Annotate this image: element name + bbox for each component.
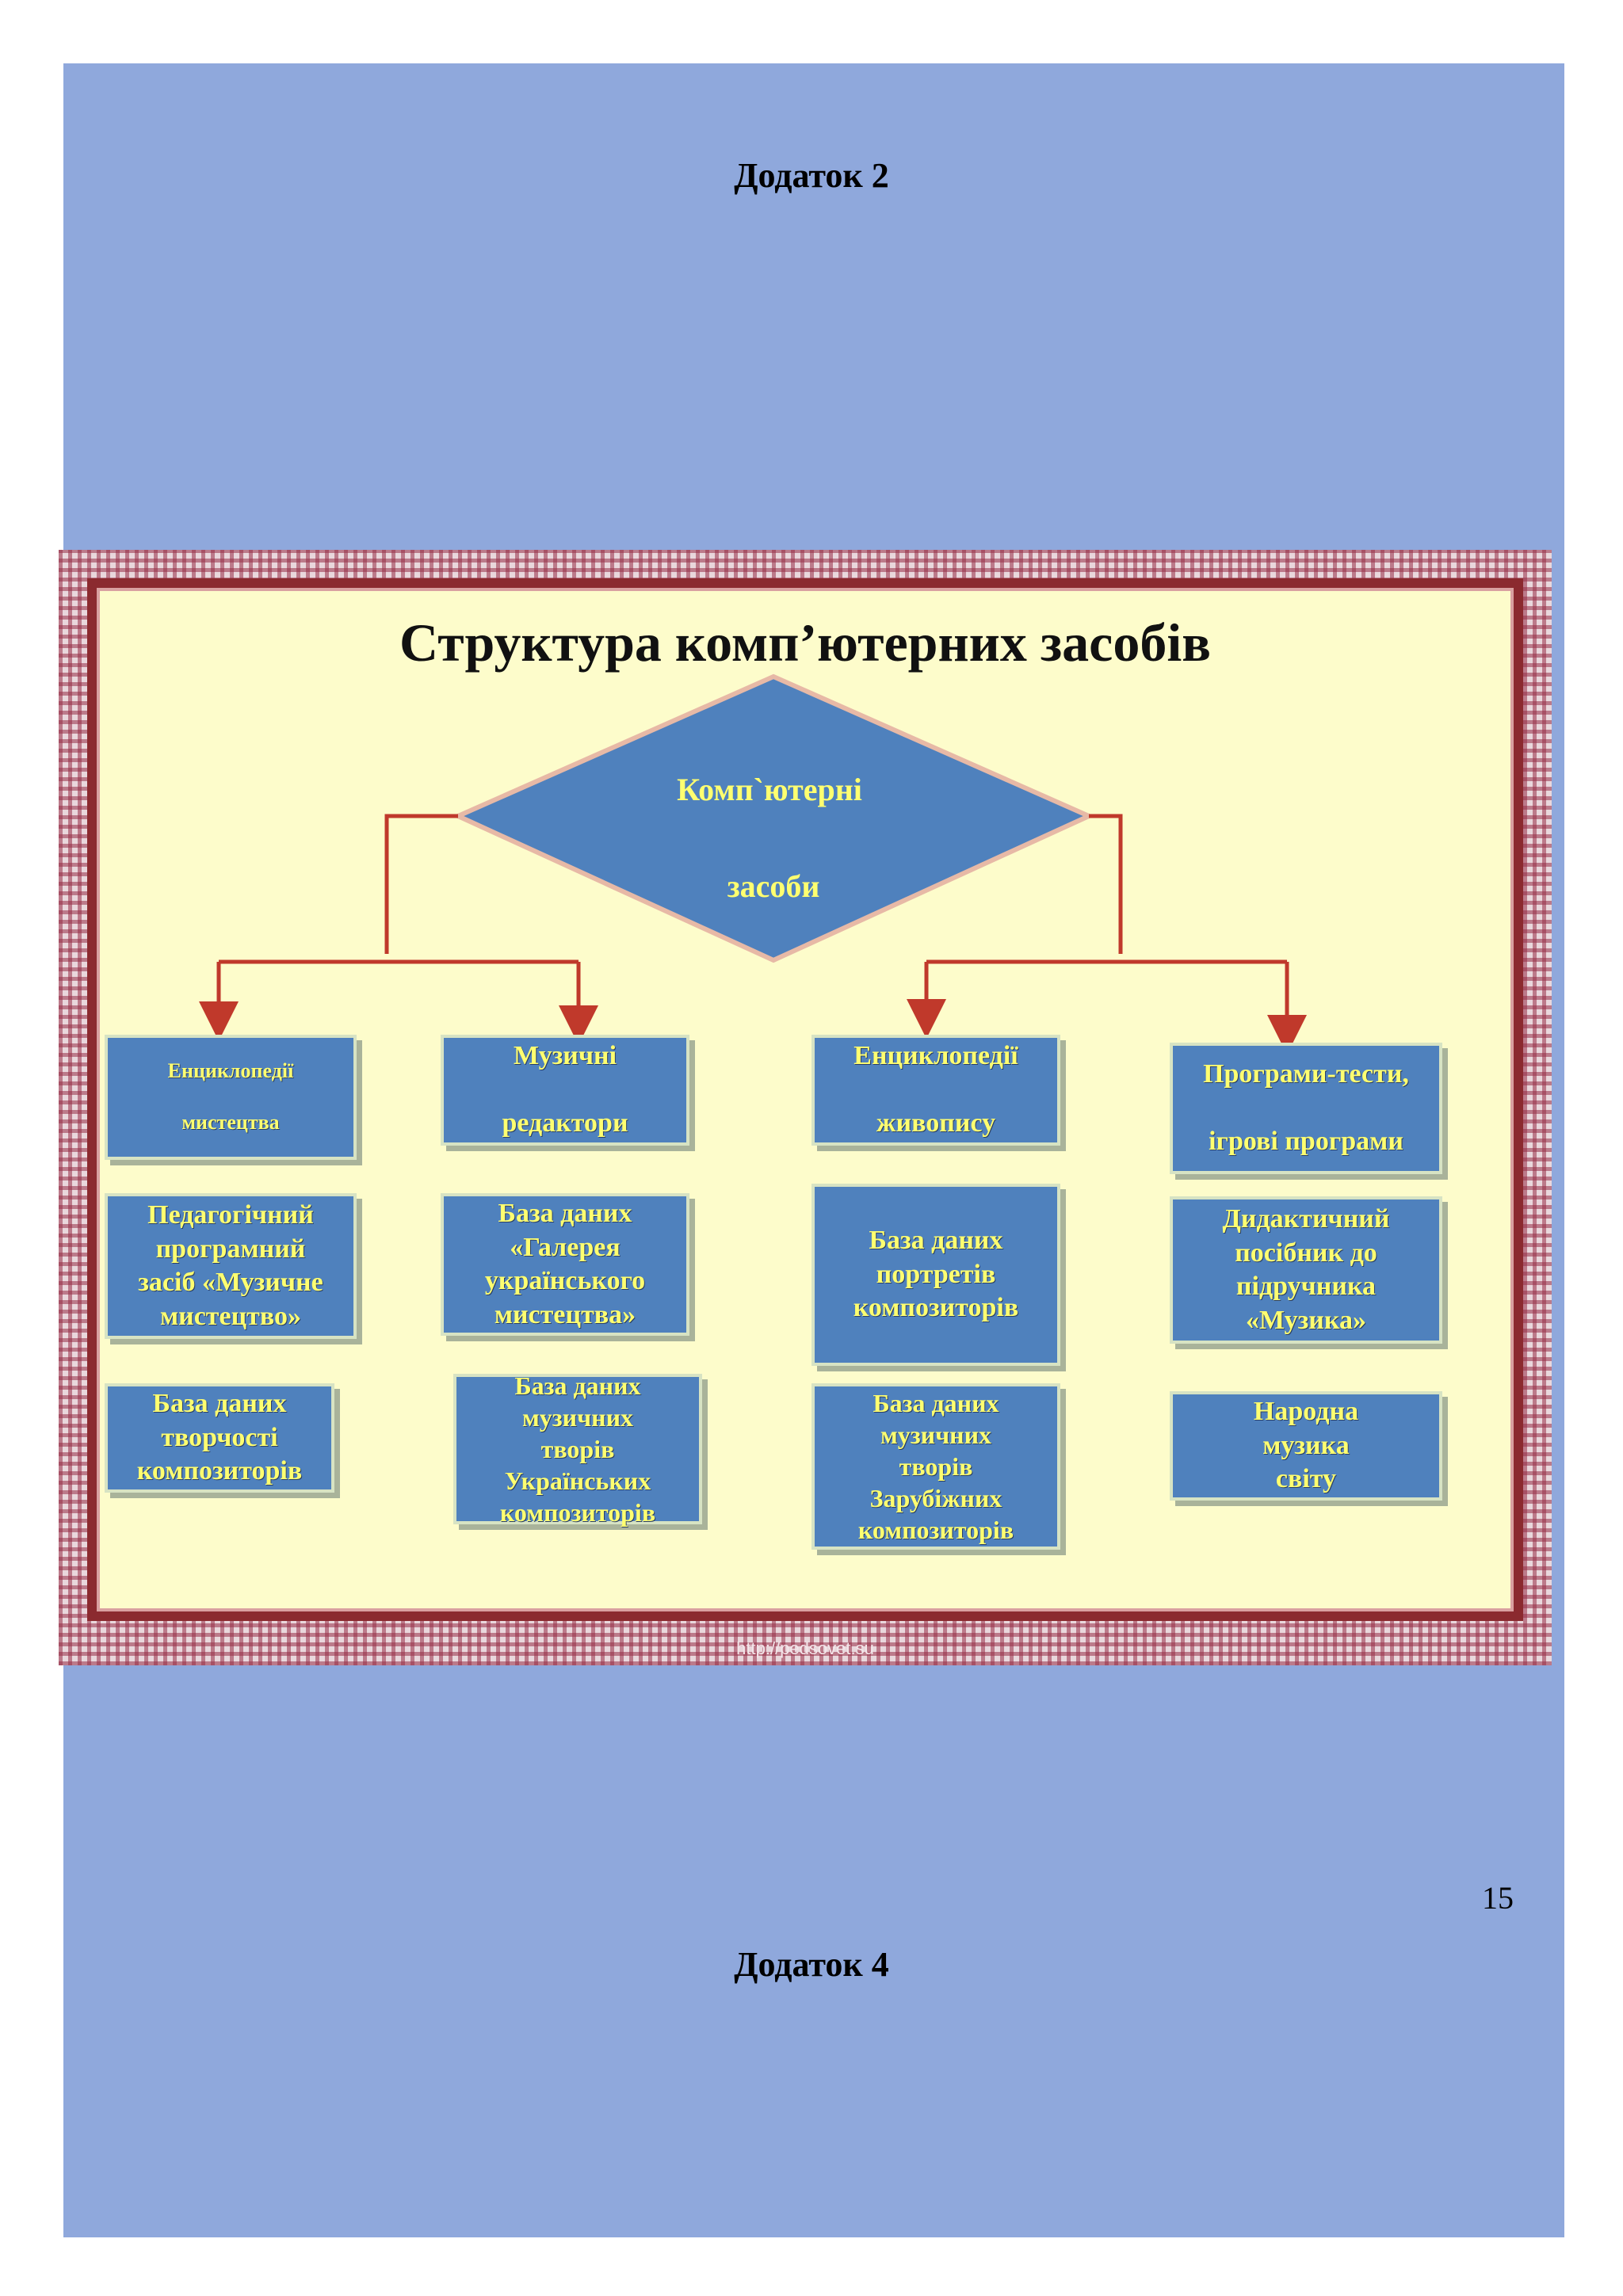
slide-image: http://pedsovet.su Структура комп’ютерни… — [59, 550, 1552, 1665]
node-test-game-programs: Програми-тести, ігрові програми — [1170, 1043, 1442, 1174]
node-painting-encyclopedias: Енциклопедії живопису — [812, 1035, 1060, 1146]
connector-lines — [199, 814, 1307, 1055]
node-music-editors: Музичні редактори — [441, 1035, 689, 1146]
appendix-heading-4: Додаток 4 — [734, 1945, 889, 1984]
slide-footer-watermark: http://pedsovet.su — [736, 1638, 874, 1658]
root-label-line-2: засоби — [727, 868, 820, 904]
node-foreign-music-works-db: База даних музичних творів Зарубіжних ко… — [812, 1383, 1060, 1550]
node-composer-portraits-db: База даних портретів композиторів — [812, 1184, 1060, 1366]
node-didactic-textbook-guide: Дидактичний посібник до підручника «Музи… — [1170, 1196, 1442, 1344]
diagram-title: Структура комп’ютерних засобів — [399, 612, 1211, 673]
diagram-svg: Структура комп’ютерних засобів Комп`ютер… — [199, 612, 1307, 1055]
page-number: 15 — [1482, 1880, 1514, 1916]
node-art-encyclopedias: Енциклопедії мистецтва — [105, 1035, 357, 1160]
root-label-line-1: Комп`ютерні — [677, 772, 862, 807]
root-diamond-label: Комп`ютерні засоби — [677, 772, 870, 904]
node-ukrainian-art-gallery-db: База даних «Галерея українського мистецт… — [441, 1193, 689, 1336]
appendix-heading-2: Додаток 2 — [734, 156, 889, 195]
node-pedagogical-software: Педагогічний програмний засіб «Музичне м… — [105, 1193, 357, 1339]
node-world-folk-music: Народна музика світу — [1170, 1391, 1442, 1501]
root-diamond-shape — [452, 673, 1095, 963]
node-ukrainian-music-works-db: База даних музичних творів Українських к… — [453, 1371, 702, 1527]
node-composers-creativity-db: База даних творчості композиторів — [105, 1383, 334, 1493]
